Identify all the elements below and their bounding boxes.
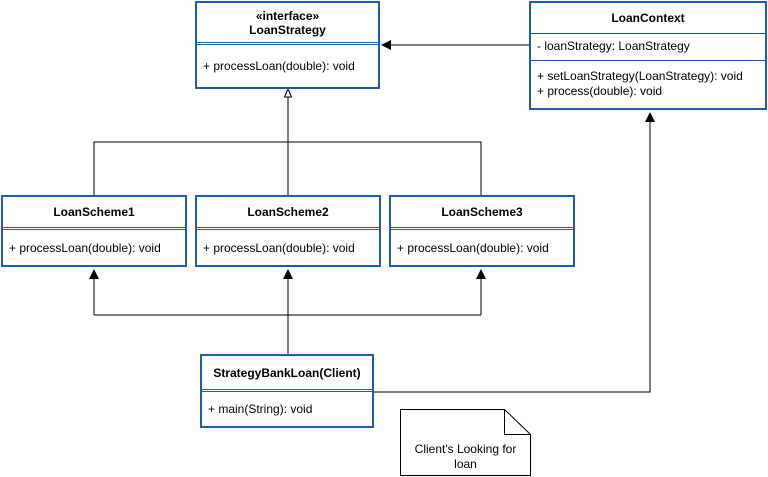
section-divider	[197, 42, 378, 45]
loan-strategy-class[interactable]: «interface» LoanStrategy + processLoan(d…	[195, 1, 380, 89]
operation: + processLoan(double): void	[203, 59, 355, 73]
loan-strategy-header: «interface» LoanStrategy	[197, 3, 378, 42]
attribute: - loanStrategy: LoanStrategy	[537, 39, 690, 53]
note-line: Client's Looking for	[414, 442, 517, 456]
operation: + processLoan(double): void	[9, 241, 161, 255]
class-name: StrategyBankLoan(Client)	[213, 365, 361, 380]
operation: + processLoan(double): void	[397, 241, 549, 255]
loan-scheme-1-class[interactable]: LoanScheme1 + processLoan(double): void	[1, 195, 187, 267]
operations-section: + main(String): void	[202, 392, 372, 420]
note-line: loan	[454, 457, 477, 471]
client-to-context-connector	[374, 112, 655, 393]
note-text: Client's Looking for loan	[400, 442, 531, 472]
loan-context-header: LoanContext	[531, 3, 765, 33]
class-name: LoanStrategy	[249, 22, 326, 37]
realization-connector	[93, 87, 482, 195]
loan-scheme-3-class[interactable]: LoanScheme3 + processLoan(double): void	[389, 195, 575, 267]
interface-stereotype: «interface»	[255, 8, 320, 23]
note-shape	[400, 409, 531, 476]
class-name: LoanScheme1	[53, 205, 135, 219]
operations-section: + processLoan(double): void	[3, 230, 185, 259]
operation: + main(String): void	[208, 402, 313, 416]
section-divider	[531, 60, 765, 61]
client-class[interactable]: StrategyBankLoan(Client) + main(String):…	[200, 354, 374, 428]
client-to-schemes-connector	[89, 269, 486, 354]
loan-scheme-2-header: LoanScheme2	[197, 197, 379, 227]
operation: + processLoan(double): void	[203, 241, 355, 255]
operations-section: + setLoanStrategy(LoanStrategy): void + …	[531, 61, 765, 102]
client-header: StrategyBankLoan(Client)	[202, 356, 372, 389]
section-divider	[197, 227, 379, 230]
section-divider	[391, 227, 573, 230]
section-divider	[3, 227, 185, 230]
hollow-triangle-arrowhead	[283, 87, 293, 98]
operation: + setLoanStrategy(LoanStrategy): void	[537, 69, 743, 83]
operations-section: + processLoan(double): void	[197, 45, 378, 77]
section-divider	[202, 389, 372, 392]
attributes-section: - loanStrategy: LoanStrategy	[531, 34, 765, 60]
class-name: LoanScheme3	[441, 205, 523, 219]
client-note[interactable]: Client's Looking for loan	[400, 409, 531, 476]
operations-section: + processLoan(double): void	[391, 230, 573, 259]
loan-scheme-1-header: LoanScheme1	[3, 197, 185, 227]
loan-context-class[interactable]: LoanContext - loanStrategy: LoanStrategy…	[529, 1, 767, 110]
loan-scheme-2-class[interactable]: LoanScheme2 + processLoan(double): void	[195, 195, 381, 267]
section-divider	[531, 33, 765, 34]
operation: + process(double): void	[537, 84, 663, 98]
operations-section: + processLoan(double): void	[197, 230, 379, 259]
class-name: LoanScheme2	[247, 205, 329, 219]
class-name: LoanContext	[611, 11, 685, 25]
loan-scheme-3-header: LoanScheme3	[391, 197, 573, 227]
